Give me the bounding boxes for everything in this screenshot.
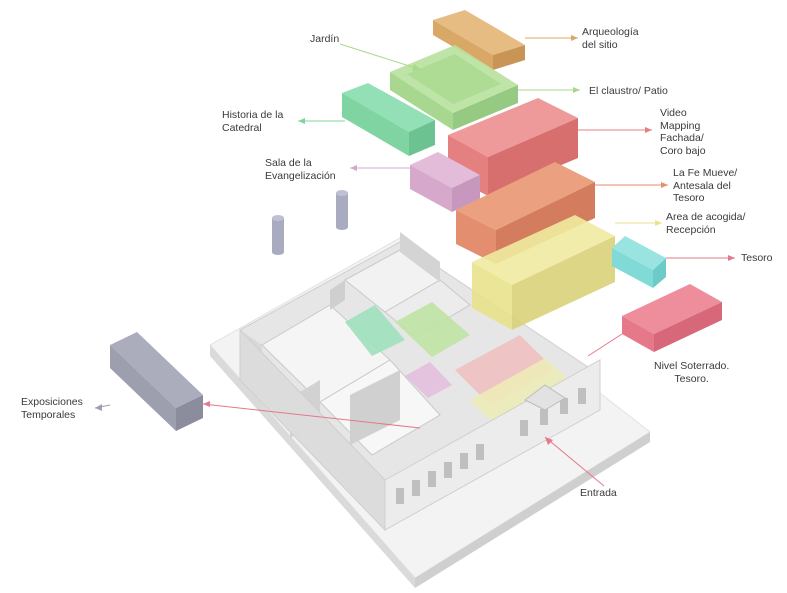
facade-side (239, 328, 386, 532)
leader-entrada (544, 436, 605, 487)
leader-soterrado (587, 333, 623, 357)
label-soterrado: Nivel Soterrado. Tesoro. (654, 360, 730, 385)
leader-temporales-link (202, 403, 421, 429)
label-arqueologia: Arqueología del sitio (582, 26, 639, 51)
interior-wall-b (330, 280, 345, 310)
volume-soterrado (622, 284, 722, 352)
interior-wall-e (350, 370, 400, 445)
floor-acogida (470, 358, 575, 430)
label-claustro: El claustro/ Patio (589, 85, 668, 97)
floor-jardin (395, 302, 470, 357)
floor-sala (405, 362, 452, 398)
leader-lines (94, 35, 735, 487)
entrance-pediment (524, 384, 566, 411)
label-entrada: Entrada (580, 487, 617, 499)
volume-jardin (390, 45, 518, 130)
leader-jardin (339, 43, 423, 71)
label-tesoro: Tesoro (741, 252, 773, 264)
label-jardin: Jardín (310, 33, 340, 45)
label-acogida: Area de acogida/ Recepción (666, 211, 746, 236)
label-temporales: Exposiciones Temporales (21, 396, 83, 421)
building-model (209, 232, 651, 588)
pillar-left (272, 215, 284, 255)
base-slab-right (415, 432, 650, 588)
volume-sala (410, 152, 480, 212)
volume-acogida (472, 215, 615, 330)
label-historia: Historia de la Catedral (222, 109, 284, 134)
floor-historia (345, 305, 405, 356)
floor-fe (455, 335, 555, 405)
volume-historia (342, 83, 435, 156)
facade-arches (396, 388, 586, 504)
pillar-right (336, 190, 348, 230)
base-slab-left (210, 345, 415, 588)
volume-tesoro (612, 236, 666, 288)
volume-arqueologia (433, 10, 525, 70)
volume-temporales (110, 332, 203, 431)
label-fe: La Fe Mueve/ Antesala del Tesoro (673, 167, 738, 204)
interior-wall-c (400, 232, 440, 282)
label-sala: Sala de la Evangelización (265, 157, 336, 182)
label-video-mapping: Video Mapping Fachada/ Coro bajo (660, 107, 706, 157)
